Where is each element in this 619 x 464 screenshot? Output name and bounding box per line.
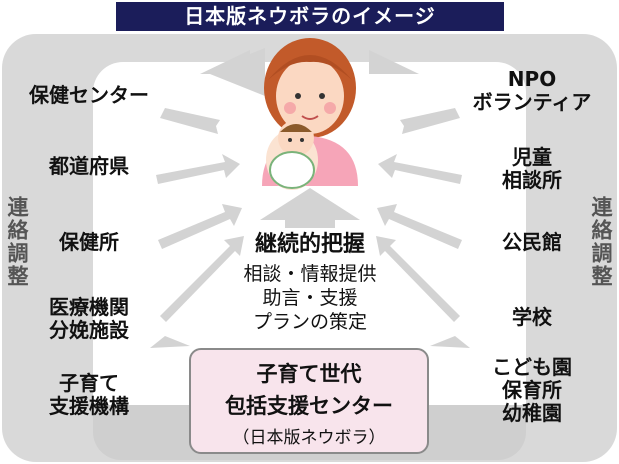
arrow-bottom-right: [430, 336, 470, 348]
center-line-2: 助言・支援: [262, 287, 358, 310]
diagram-title: 日本版ネウボラのイメージ: [116, 2, 504, 31]
right-node-4: 学校: [512, 305, 552, 329]
top-left-arrowhead: [200, 50, 250, 74]
arrow-left-3: [158, 204, 242, 249]
right-node-1: NPO ボランティア: [472, 67, 592, 114]
right-node-2: 児童 相談所: [502, 145, 562, 192]
support-center-box: [189, 348, 429, 454]
arrow-right-4: [376, 236, 460, 322]
center-line-1: 相談・情報提供: [243, 263, 377, 285]
center-up-arrow: [260, 188, 360, 228]
left-node-4: 医療機関 分娩施設: [49, 295, 129, 342]
box-line-1: 子育て世代: [256, 362, 362, 386]
arrow-right-1: [400, 108, 460, 134]
center-lines: 相談・情報提供 助言・支援 プランの策定: [180, 262, 440, 334]
arrow-left-1: [160, 108, 220, 134]
arrow-left-4: [160, 236, 244, 322]
left-node-5: 子育て 支援機構: [49, 371, 129, 418]
right-node-5: こども園 保育所 幼稚園: [492, 355, 572, 425]
left-node-3: 保健所: [59, 230, 119, 254]
arrow-left-2: [156, 154, 240, 184]
top-right-arrowhead: [369, 50, 419, 74]
arrow-bottom-left: [150, 336, 190, 348]
box-line-3: （日本版ネウボラ）: [232, 428, 386, 448]
center-title: 継続的把握: [254, 232, 365, 257]
left-node-1: 保健センター: [29, 83, 149, 107]
center-line-3: プランの策定: [252, 311, 367, 334]
mother-and-baby-icon: [262, 38, 358, 190]
side-label-left: 連絡調整: [5, 196, 29, 288]
side-label-right: 連絡調整: [589, 196, 613, 288]
arrow-right-2: [378, 154, 462, 184]
left-node-2: 都道府県: [49, 154, 129, 178]
box-line-2: 包括支援センター: [225, 394, 393, 418]
arrow-right-3: [377, 204, 462, 249]
right-node-3: 公民館: [502, 230, 562, 254]
